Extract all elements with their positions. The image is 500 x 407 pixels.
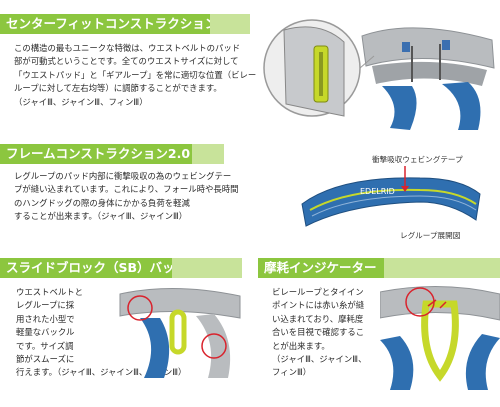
- text-line: レグループのパッド内部に衝撃吸収の為のウェビングテー: [14, 171, 232, 181]
- section-banner-slide-block: スライドブロック（SB）バックル: [0, 258, 172, 278]
- text-line: とが出来ます。: [272, 340, 330, 351]
- callout-arrowhead: [401, 186, 409, 192]
- frame-description: レグループのパッド内部に衝撃吸収の為のウェビングテー プが縫い込まれています。こ…: [14, 170, 239, 224]
- text-line: 「ウエストパッド」と「ギアループ」を常に適切な位置（ビレー: [14, 69, 257, 80]
- text-line: ビレーループとタイイン: [272, 287, 364, 297]
- banner-extension-bar: [172, 258, 242, 278]
- highlight-circle: [127, 295, 153, 321]
- text-line: フィンⅢ）: [272, 367, 312, 378]
- center-fit-harness-photo: [263, 19, 495, 130]
- text-line: い込まれており、摩耗度: [272, 313, 364, 324]
- slide-block-buckle-photo: [119, 288, 241, 378]
- diagram-caption: レグループ展開図: [400, 231, 461, 240]
- text-line: 行えます。（ジャイⅢ、ジャインⅢ、フィンⅢ）: [16, 367, 187, 378]
- text-line: ループに対して左右均等）に調節することができます。: [14, 83, 222, 94]
- text-line: 部が可動式ということです。全てのウエストサイズに対して: [14, 56, 239, 67]
- section-banner-frame: フレームコンストラクション2.0: [0, 144, 192, 164]
- text-line: 節がスムーズに: [16, 354, 75, 365]
- text-line: です。サイズ調: [16, 340, 74, 351]
- section-banner-wear-indicator: 摩耗インジケーター: [258, 258, 384, 278]
- center-fit-description: この構造の最もユニークな特徴は、ウエストベルトのパッド 部が可動式ということです…: [14, 42, 256, 109]
- logo-text: EDELRID: [360, 187, 395, 196]
- leg-loop-diagram: EDELRID: [301, 166, 481, 227]
- text-line: この構造の最もユニークな特徴は、ウエストベルトのパッド: [14, 43, 241, 53]
- banner-extension-bar: [210, 14, 250, 34]
- text-line: することが出来ます。（ジャイⅢ、ジャインⅢ）: [14, 211, 188, 222]
- highlight-circle: [201, 333, 227, 359]
- text-line: プが縫い込まれています。これにより、フォール時や長時間: [14, 184, 239, 195]
- text-line: ポイントには赤い糸が縫: [272, 300, 365, 311]
- callout-label: 衝撃吸収ウェビングテープ: [372, 155, 463, 164]
- text-line: のハングドッグの際の身体にかかる負荷を軽減: [14, 197, 190, 208]
- wear-indicator-photo: [380, 286, 500, 390]
- slide-block-description: ウエストベルトと レグループに採 用された小型で 軽量なバックル です。サイズ調…: [16, 286, 186, 380]
- banner-extension-bar: [192, 144, 224, 164]
- text-line: 合いを目視で確認するこ: [272, 327, 365, 338]
- text-line: ウエストベルトと: [16, 287, 83, 297]
- text-line: （ジャイⅢ、ジャインⅢ、: [272, 354, 367, 365]
- banner-extension-bar: [384, 258, 500, 278]
- text-line: 用された小型で: [16, 313, 75, 324]
- text-line: レグループに採: [16, 300, 75, 311]
- section-banner-center-fit: センターフィットコンストラクション: [0, 14, 210, 34]
- text-line: 軽量なバックル: [16, 327, 75, 338]
- highlight-circle: [405, 287, 435, 317]
- wear-indicator-description: ビレーループとタイイン ポイントには赤い糸が縫 い込まれており、摩耗度 合いを目…: [272, 286, 366, 380]
- text-line: （ジャイⅢ、ジャインⅢ、フィンⅢ）: [14, 96, 148, 107]
